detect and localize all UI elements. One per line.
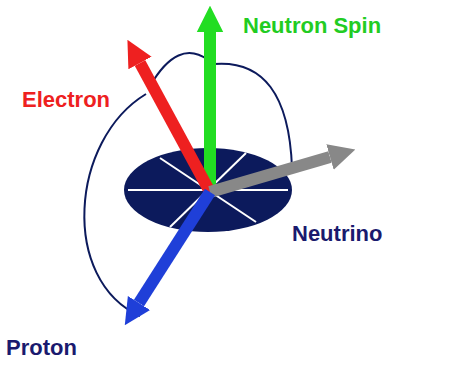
particle-label: Neutron Spin xyxy=(243,14,381,38)
particle-label: Neutrino xyxy=(292,222,382,246)
neutron-spin-arrow xyxy=(204,32,216,192)
angle-arc xyxy=(150,53,208,86)
particle-label: Proton xyxy=(6,336,77,360)
proton-arrow xyxy=(139,192,210,303)
angle-arc xyxy=(84,94,146,316)
particle-label: Electron xyxy=(22,88,110,112)
angle-arc xyxy=(214,64,292,168)
electron-arrow xyxy=(140,63,210,192)
neutrino-arrow xyxy=(210,157,330,192)
